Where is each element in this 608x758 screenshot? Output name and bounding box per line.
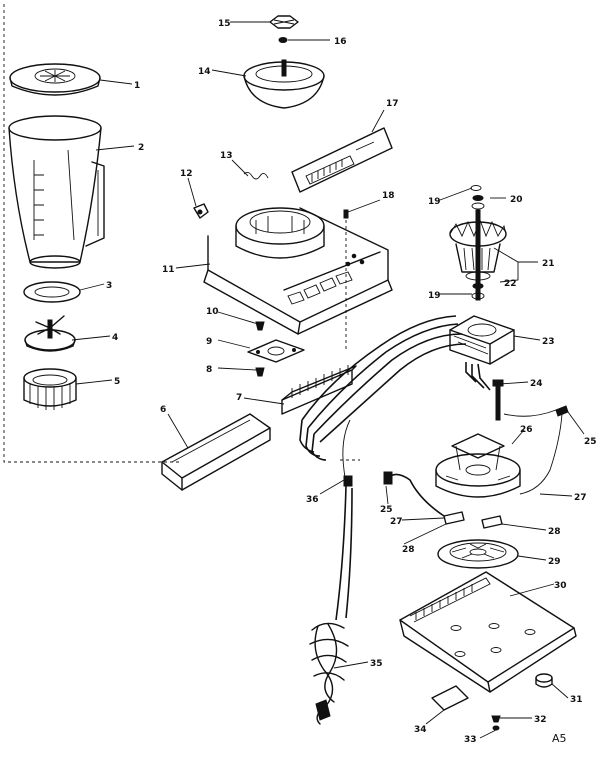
wire-harness — [299, 315, 563, 517]
cutter — [269, 15, 299, 29]
callout-23: 23 — [542, 337, 555, 347]
callout-20: 20 — [510, 195, 523, 205]
callout-2: 2 — [138, 143, 144, 153]
blender-jar — [8, 115, 105, 269]
bolt-24 — [492, 379, 504, 421]
gasket — [23, 281, 81, 303]
callout-9: 9 — [206, 337, 212, 347]
power-cord — [309, 485, 353, 725]
callout-15: 15 — [218, 19, 231, 29]
rubber-foot — [535, 673, 553, 688]
callout-26: 26 — [520, 425, 533, 435]
callout-19-upper: 19 — [428, 197, 441, 207]
callout-27-right: 27 — [574, 493, 587, 503]
callout-34: 34 — [414, 725, 427, 735]
callout-27-left: 27 — [390, 517, 403, 527]
callout-6: 6 — [160, 405, 166, 415]
callout-1: 1 — [134, 81, 140, 91]
callout-30: 30 — [554, 581, 567, 591]
callout-19-lower: 19 — [428, 291, 441, 301]
spring — [243, 171, 269, 180]
callout-33: 33 — [464, 735, 477, 745]
callout-13: 13 — [220, 151, 233, 161]
callout-25-left: 25 — [380, 505, 393, 515]
nut-16 — [278, 37, 288, 43]
mixing-cup — [243, 59, 325, 109]
screw-33 — [492, 725, 500, 731]
callout-24: 24 — [530, 379, 543, 389]
armature — [449, 209, 507, 301]
callout-4: 4 — [112, 333, 118, 343]
screw-8 — [255, 367, 265, 377]
callout-22: 22 — [504, 279, 517, 289]
faceplate — [291, 127, 393, 193]
callout-17: 17 — [386, 99, 399, 109]
field-coil — [449, 315, 515, 365]
callout-16: 16 — [334, 37, 347, 47]
callout-7: 7 — [236, 393, 242, 403]
washers-lower — [471, 283, 485, 300]
callout-14: 14 — [198, 67, 211, 77]
cord-storage-tray — [161, 413, 271, 491]
section-boundary — [3, 4, 180, 463]
screw-32 — [491, 715, 501, 723]
callout-35: 35 — [370, 659, 383, 669]
motor-housing — [203, 207, 393, 335]
callout-12: 12 — [180, 169, 193, 179]
washers-upper — [470, 185, 485, 210]
jar-lid — [9, 63, 101, 96]
leader-lines — [71, 21, 585, 739]
callout-5: 5 — [114, 377, 120, 387]
screw-10 — [255, 321, 265, 331]
callout-32: 32 — [534, 715, 547, 725]
switch-plate — [247, 339, 305, 363]
base-plate — [399, 571, 577, 693]
callout-21: 21 — [542, 259, 555, 269]
rivet-18 — [343, 209, 349, 219]
callout-29: 29 — [548, 557, 561, 567]
callout-8: 8 — [206, 365, 212, 375]
fan — [437, 539, 519, 569]
brush-holder-left — [443, 511, 465, 525]
callout-10: 10 — [206, 307, 219, 317]
callout-labels: 1 2 3 4 5 6 7 8 9 10 11 12 13 14 15 16 1… — [106, 19, 597, 745]
page-code: A5 — [552, 732, 567, 745]
callout-36: 36 — [306, 495, 319, 505]
jar-base-ring — [23, 368, 77, 410]
terminal-block — [281, 365, 357, 415]
label-plate — [431, 685, 469, 711]
callout-31: 31 — [570, 695, 583, 705]
motor-mount — [435, 433, 521, 498]
callout-28-right: 28 — [548, 527, 561, 537]
control-knob — [193, 203, 209, 219]
blade-assembly — [24, 315, 76, 352]
callout-28-left: 28 — [402, 545, 415, 555]
brush-holder-right — [481, 515, 503, 529]
callout-25-right: 25 — [584, 437, 597, 447]
callout-18: 18 — [382, 191, 395, 201]
callout-11: 11 — [162, 265, 175, 275]
callout-3: 3 — [106, 281, 112, 291]
